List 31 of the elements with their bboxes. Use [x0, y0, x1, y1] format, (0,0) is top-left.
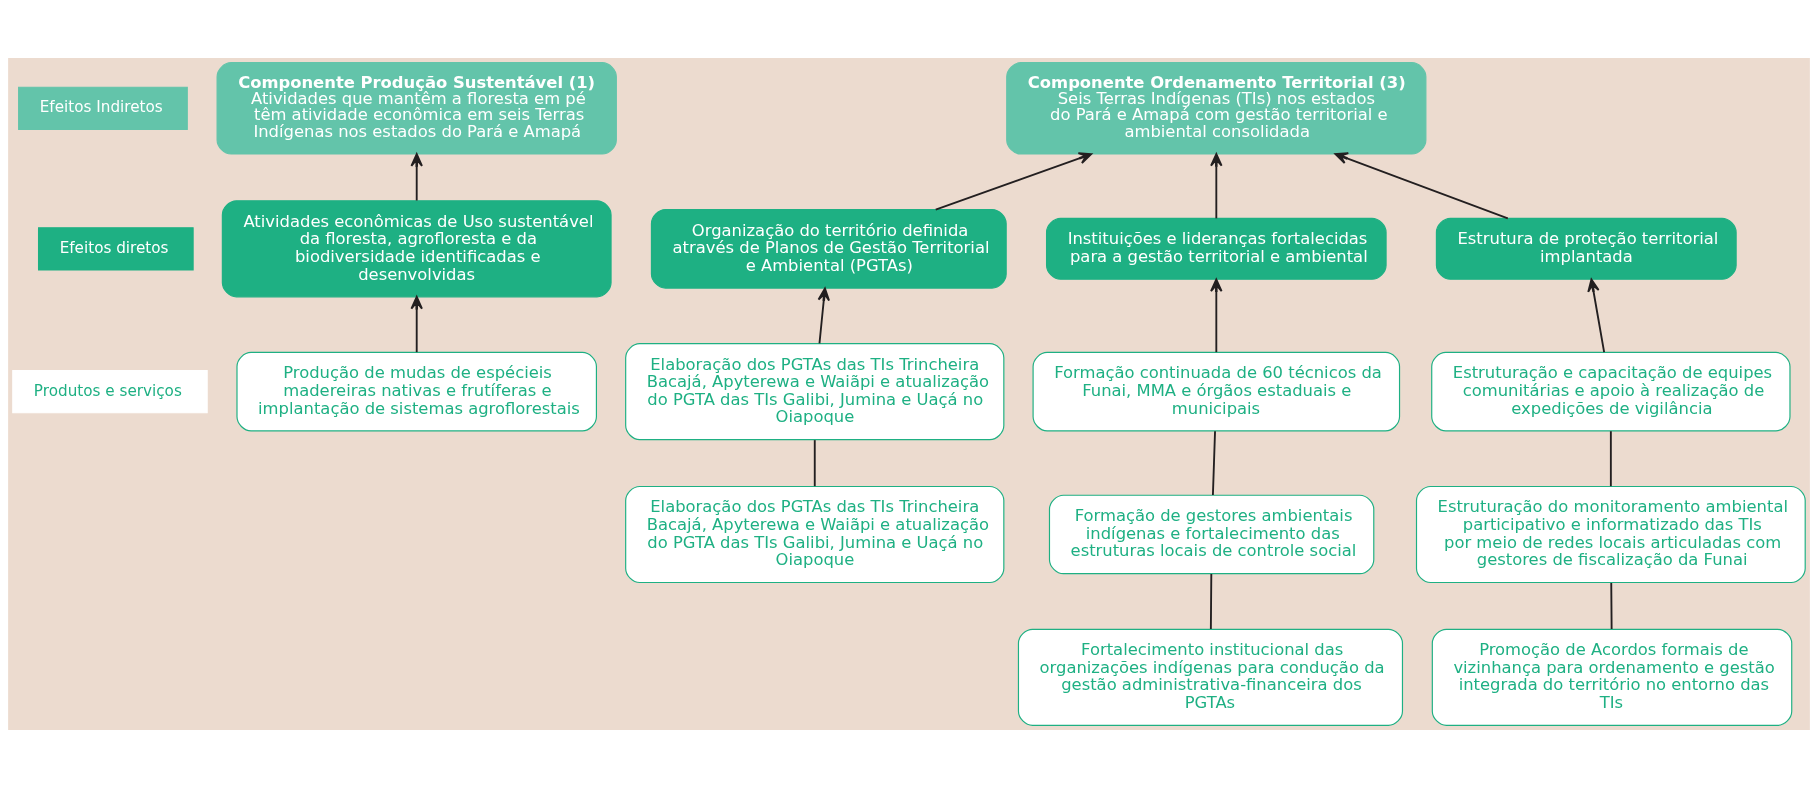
node-box: Instituições e lideranças fortalecidas para a gestão territorial e ambiental: [1045, 217, 1387, 280]
node-box: Estruturação do monitoramento ambiental participativo e informatizado das TIs por meio de redes locais articuladas com gestores de fiscalização da Funai: [1415, 485, 1806, 583]
arrow: [410, 152, 423, 201]
node-box: Efeitos diretos: [37, 226, 194, 270]
node-box: Efeitos Indiretos: [18, 86, 188, 130]
arrow: [1210, 152, 1223, 219]
node-box: Estruturação e capacitação de equipes comunitárias e apoio à realização de expedições de vigilância: [1431, 351, 1791, 431]
connector: [1609, 429, 1612, 487]
connector: [813, 438, 816, 487]
node-box: Estrutura de proteção territorial implantada: [1435, 217, 1737, 280]
node-box: Fortalecimento institucional das organizações indígenas para condução da gestão administrativa-financeira dos PGTAs: [1017, 628, 1404, 726]
arrow: [817, 286, 830, 344]
node-box: Produtos e serviços: [12, 369, 208, 413]
arrow: [1334, 151, 1509, 219]
arrow: [1587, 278, 1606, 353]
node-box: Promoção de Acordos formais de vizinhança para ordenamento e gestão integrada do território no entorno das TIs: [1431, 628, 1793, 726]
node-box: Formação continuada de 60 técnicos da Funai, MMA e órgãos estaduais e municipais: [1032, 351, 1401, 431]
node-box: Atividades econômicas de Uso sustentável da floresta, agrofloresta e da biodiversidade identificadas e desenvolvidas: [221, 199, 612, 297]
node-box: Organização do território definida através de Planos de Gestão Territorial e Ambiental (PGTAs): [650, 208, 1007, 289]
node-box: Elaboração dos PGTAs das TIs Trincheira Bacajá, Apyterewa e Waiãpi e atualização do PGTA das TIs Galibi, Jumina e Uaçá no Oiapoque: [625, 342, 1005, 440]
node-box: Componente Produção Sustentável (1) Atividades que mantêm a floresta em pé têm atividade econômica em seis Terras Indígenas nos estados do Pará e Amapá: [216, 61, 617, 155]
arrow: [934, 151, 1093, 210]
node-box: Elaboração dos PGTAs das TIs Trincheira Bacajá, Apyterewa e Waiãpi e atualização do PGTA das TIs Galibi, Jumina e Uaçá no Oiapoque: [625, 485, 1005, 583]
connector: [1610, 581, 1613, 630]
connector: [1211, 429, 1216, 496]
arrow: [1210, 278, 1223, 353]
node-box: Componente Ordenamento Territorial (3) Seis Terras Indígenas (TIs) nos estados do Pará e Amapá com gestão territorial e ambiental consolidada: [1006, 61, 1427, 155]
node-box: Formação de gestores ambientais indígenas e fortalecimento das estruturas locais de controle social: [1048, 494, 1375, 574]
connector: [1209, 572, 1213, 630]
arrow: [410, 295, 423, 353]
node-box: Produção de mudas de espécieis madereiras nativas e frutíferas e implantação de sistemas agroflorestais: [236, 351, 597, 431]
